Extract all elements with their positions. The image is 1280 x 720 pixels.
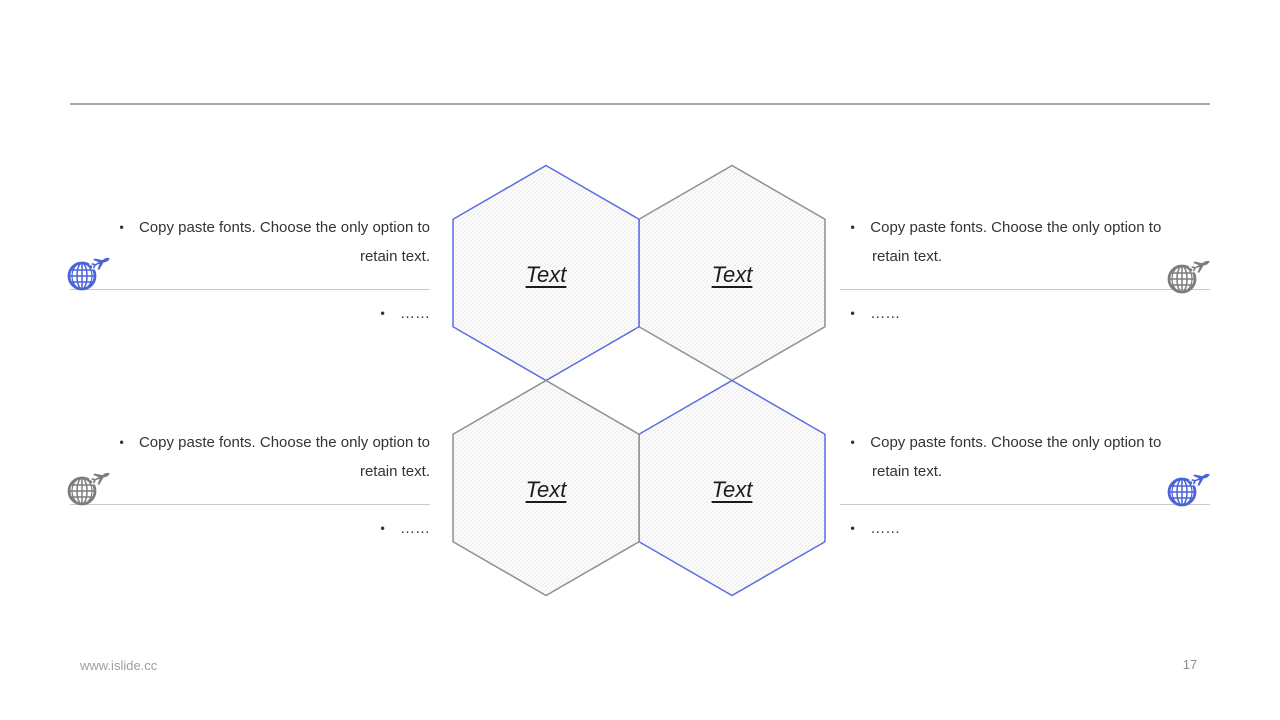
note-divider-top-left: [70, 289, 430, 290]
note-more-top-left: • ……: [70, 299, 430, 328]
hexagon-label-bottom-left: Text: [525, 477, 567, 502]
note-divider-bottom-left: [70, 504, 430, 505]
bullet-dot: •: [850, 306, 855, 321]
hexagon-bottom-left-shape: [452, 379, 640, 597]
globe-plane-icon: [1166, 471, 1212, 509]
top-divider-line: [70, 103, 1210, 105]
ellipsis-text: ……: [400, 305, 430, 322]
note-paragraph-bottom-left: • Copy paste fonts. Choose the only optio…: [70, 428, 430, 486]
note-line: • Copy paste fonts. Choose the only optio…: [850, 213, 1210, 242]
ellipsis-text: ……: [870, 305, 901, 322]
note-paragraph-top-right: • Copy paste fonts. Choose the only optio…: [850, 213, 1210, 271]
note-text: Copy paste fonts. Choose the only option…: [870, 434, 1162, 451]
footer-website: www.islide.cc: [80, 658, 158, 673]
hexagon-label-top-right: Text: [711, 262, 753, 287]
note-line: • Copy paste fonts. Choose the only optio…: [70, 428, 430, 457]
ellipsis-text: ……: [870, 520, 901, 537]
note-text: retain text.: [872, 248, 943, 265]
bullet-dot: •: [850, 220, 855, 235]
ellipsis-text: ……: [400, 520, 430, 537]
note-text: Copy paste fonts. Choose the only option…: [138, 219, 430, 236]
note-more-bottom-left: • ……: [70, 514, 430, 543]
bullet-dot: •: [850, 435, 855, 450]
note-line: • Copy paste fonts. Choose the only optio…: [850, 428, 1210, 457]
bullet-dot: •: [850, 521, 855, 536]
globe-plane-icon: [66, 255, 112, 293]
note-text: Copy paste fonts. Choose the only option…: [138, 434, 430, 451]
note-divider-top-right: [840, 289, 1210, 290]
hexagon-label-bottom-right: Text: [711, 477, 753, 502]
note-paragraph-bottom-right: • Copy paste fonts. Choose the only optio…: [850, 428, 1210, 486]
bullet-dot: •: [119, 220, 124, 235]
hexagon-label-top-left: Text: [525, 262, 567, 287]
bullet-dot: •: [380, 521, 385, 536]
note-text: retain text.: [872, 463, 943, 480]
page-number: 17: [1182, 657, 1198, 672]
note-divider-bottom-right: [840, 504, 1210, 505]
note-more-bottom-right: • ……: [850, 514, 1210, 543]
globe-plane-icon: [66, 470, 112, 508]
note-text: Copy paste fonts. Choose the only option…: [870, 219, 1162, 236]
bullet-dot: •: [119, 435, 124, 450]
note-paragraph-top-left: • Copy paste fonts. Choose the only optio…: [70, 213, 430, 271]
note-line: • Copy paste fonts. Choose the only optio…: [70, 213, 430, 242]
bullet-dot: •: [380, 306, 385, 321]
globe-plane-icon: [1166, 258, 1212, 296]
note-text: retain text.: [359, 248, 430, 265]
note-text: retain text.: [359, 463, 430, 480]
note-more-top-right: • ……: [850, 299, 1210, 328]
